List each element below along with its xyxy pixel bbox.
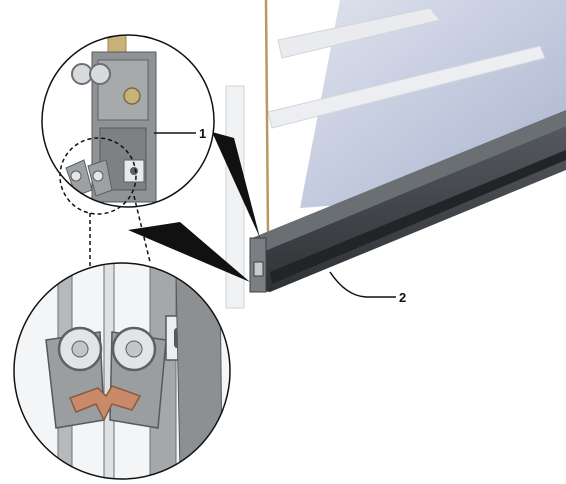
slat	[267, 45, 546, 129]
cord	[264, 0, 270, 237]
pulley-icon	[89, 63, 111, 85]
callout-label-2: 2	[399, 290, 406, 305]
pointer-wedge-top	[212, 132, 260, 238]
callout-pointers	[128, 132, 260, 282]
brake-cam	[68, 385, 142, 422]
detail-circle-bottom	[13, 262, 231, 480]
bottom-rail-top-face	[252, 110, 566, 252]
bottom-rail-lip	[270, 150, 566, 284]
zoom-indicator	[59, 137, 137, 215]
leader-line	[329, 271, 396, 298]
callout-1: 1	[154, 126, 206, 141]
blind-assembly	[225, 0, 566, 309]
slat	[277, 7, 441, 59]
callout-label-1: 1	[199, 126, 206, 141]
detail-circle-top	[41, 34, 215, 215]
pointer-wedge-bottom	[128, 222, 250, 282]
roller-icon	[123, 87, 141, 105]
callout-2: 2	[329, 271, 406, 305]
rail-end-bracket	[253, 261, 264, 277]
zoom-connectors	[89, 195, 151, 272]
